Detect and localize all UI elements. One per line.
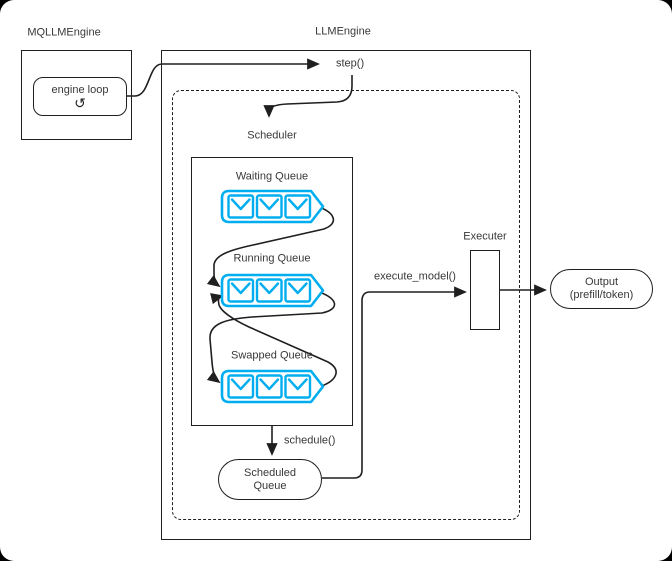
scheduler-title: Scheduler: [247, 129, 297, 142]
swapped-to-running-arrow: [210, 293, 337, 388]
mqllm-engine-box: [21, 50, 132, 140]
scheduled-queue-label-line2: Queue: [253, 479, 287, 492]
swapped-queue-label: Swapped Queue: [231, 349, 313, 362]
waiting-queue-label: Waiting Queue: [235, 170, 309, 183]
waiting-to-running-arrow: [206, 206, 335, 288]
executer-box: [470, 250, 500, 330]
engine-loop-node: engine loop ↺: [33, 77, 127, 116]
loop-icon: ↺: [74, 95, 86, 111]
engine-loop-label: engine loop: [51, 84, 109, 96]
mqllm-engine-title: MQLLMEngine: [27, 26, 101, 39]
scheduler-box: [191, 157, 353, 426]
step-label: step(): [336, 57, 365, 70]
running-queue-label: Running Queue: [233, 252, 311, 265]
running-to-swapped-arrow: [206, 291, 336, 384]
schedule-label: schedule(): [284, 434, 336, 447]
llm-engine-inner-dashed-region: [172, 90, 520, 520]
execute-model-label: execute_model(): [374, 270, 456, 283]
output-node: Output (prefill/token): [550, 269, 653, 309]
llm-engine-title: LLMEngine: [315, 25, 371, 38]
output-label-line2: (prefill/token): [569, 289, 634, 301]
step-to-scheduler-arrow: [263, 75, 353, 118]
executer-title: Executer: [463, 230, 507, 243]
scheduled-queue-node: Scheduled Queue: [218, 459, 322, 500]
llm-engine-box: [161, 50, 531, 540]
scheduled-queue-label-line1: Scheduled: [244, 466, 296, 479]
scheduled-queue-to-executer-arrow: [322, 286, 467, 479]
output-label-line1: Output: [584, 276, 619, 288]
